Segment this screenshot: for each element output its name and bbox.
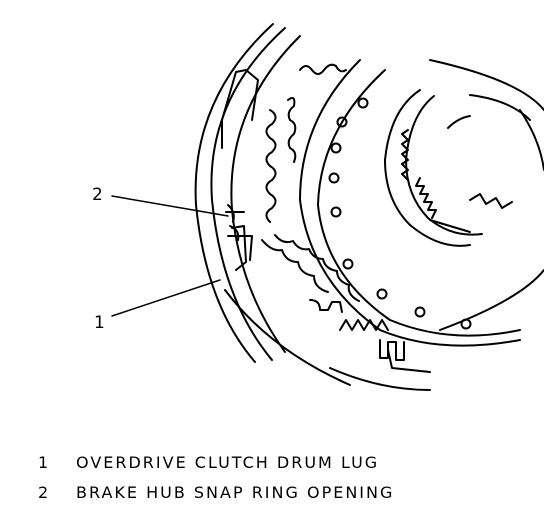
clutch-plate-wave [261, 63, 360, 313]
snap-ring-opening [227, 204, 240, 241]
bolt-holes [328, 97, 472, 330]
housing-arcs [299, 59, 544, 347]
hub-spline-teeth [329, 319, 431, 391]
legend-text: OVERDRIVE CLUTCH DRUM LUG [76, 453, 380, 472]
legend: 1 OVERDRIVE CLUTCH DRUM LUG 2 BRAKE HUB SN… [38, 448, 394, 508]
leader-line-1 [111, 279, 221, 317]
clutch-drum-diagram: 2 1 [92, 23, 544, 391]
legend-number: 2 [38, 483, 51, 502]
outer-drum-rings [194, 23, 351, 386]
inner-hub [384, 89, 544, 247]
legend-number: 1 [38, 453, 51, 472]
leader-line-2 [111, 195, 229, 217]
legend-item: 2 BRAKE HUB SNAP RING OPENING [38, 478, 394, 508]
drum-lug [221, 69, 259, 271]
callout-1-number: 1 [94, 313, 105, 333]
legend-text: BRAKE HUB SNAP RING OPENING [76, 483, 395, 502]
callout-2-number: 2 [92, 185, 103, 205]
leader-lines [111, 195, 229, 317]
legend-item: 1 OVERDRIVE CLUTCH DRUM LUG [38, 448, 394, 478]
